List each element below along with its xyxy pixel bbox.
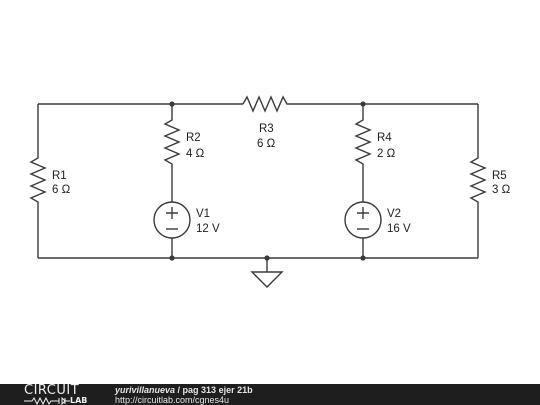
r5-name-label: R5: [492, 170, 507, 182]
footer-bar: CIRCUIT LAB yurivillanueva / pag 313 eje…: [0, 384, 540, 405]
author-link[interactable]: yurivillanueva: [115, 385, 176, 395]
v2-value-label: 16 V: [387, 223, 411, 235]
resistor-r5: [469, 104, 487, 258]
r1-value-label: 6 Ω: [52, 184, 71, 196]
logo-wordmark-bottom: LAB: [70, 396, 88, 405]
logo-resistor-icon: [24, 397, 70, 405]
junction-dot: [169, 101, 175, 107]
voltage-source-v1: [153, 201, 191, 258]
resistor-r4: [354, 104, 372, 202]
footer-title-line: yurivillanueva / pag 313 ejer 21b: [115, 385, 253, 395]
v2-name-label: V2: [387, 208, 401, 220]
r1-name-label: R1: [52, 170, 67, 182]
r5-value-label: 3 Ω: [492, 184, 511, 196]
r2-name-label: R2: [186, 132, 201, 144]
title-separator: /: [175, 385, 183, 395]
resistor-r1: [29, 104, 47, 258]
logo-wordmark-top: CIRCUIT: [24, 383, 80, 398]
r4-value-label: 2 Ω: [377, 148, 396, 160]
r2-value-label: 4 Ω: [186, 148, 205, 160]
junction-dot: [169, 255, 175, 261]
v1-name-label: V1: [196, 208, 210, 220]
junction-dot: [360, 101, 366, 107]
ground-symbol: [250, 258, 284, 288]
circuitlab-logo: CIRCUIT LAB: [22, 384, 100, 405]
circuit-schematic: R1 6 Ω R2 4 Ω R3 6 Ω R4 2 Ω R5 3 Ω V1 12…: [29, 95, 511, 288]
circuit-url-link[interactable]: http://circuitlab.com/cgnes4u: [115, 395, 230, 405]
circuit-title: pag 313 ejer 21b: [182, 385, 253, 395]
r3-value-label: 6 Ω: [257, 138, 276, 150]
footer-caption: yurivillanueva / pag 313 ejer 21b http:/…: [115, 385, 253, 405]
junction-dot: [264, 255, 270, 261]
resistor-r3: [242, 95, 291, 113]
voltage-source-v2: [344, 201, 382, 258]
r3-name-label: R3: [259, 123, 274, 135]
v1-value-label: 12 V: [196, 223, 220, 235]
junction-dot: [360, 255, 366, 261]
resistor-r2: [163, 104, 181, 202]
r4-name-label: R4: [377, 132, 392, 144]
